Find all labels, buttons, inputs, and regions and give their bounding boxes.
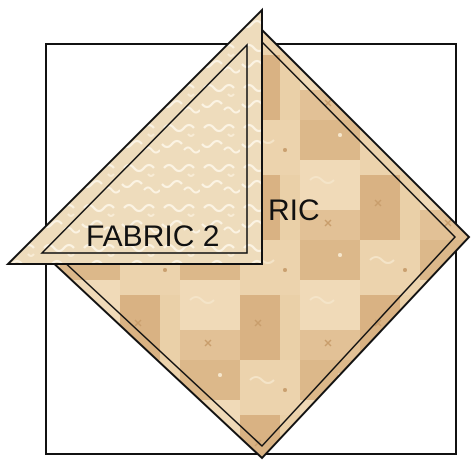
fabric-2-label: FABRIC 2 [86,220,219,253]
fabric-1-label: RIC [268,194,320,227]
